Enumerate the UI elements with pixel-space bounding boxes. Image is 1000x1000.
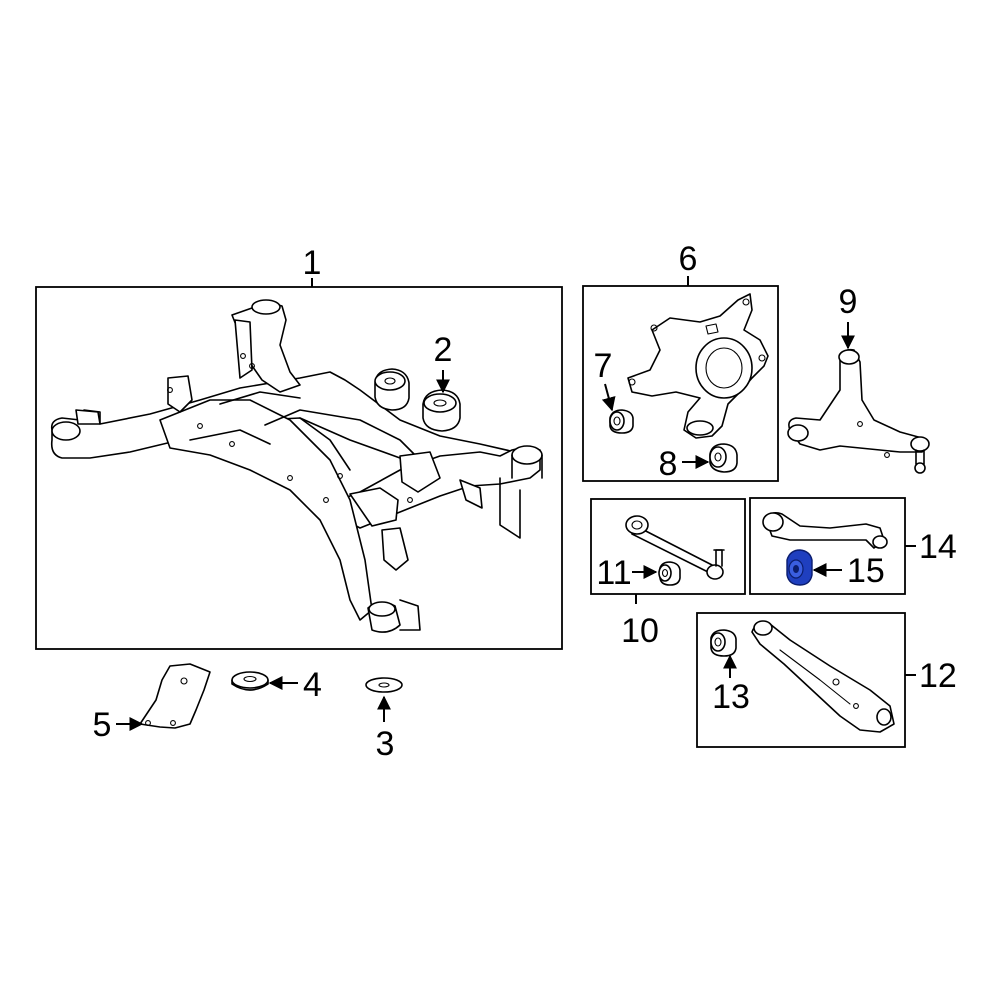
trailing-arm-drawing bbox=[751, 620, 895, 733]
rear-subframe-drawing bbox=[50, 299, 543, 633]
callout-4: 4 bbox=[303, 666, 322, 704]
trailing-arm-bushing-drawing bbox=[710, 629, 737, 657]
knuckle-drawing bbox=[627, 293, 769, 439]
knuckle-bushing-lower-drawing bbox=[709, 443, 738, 473]
callout-9: 9 bbox=[839, 283, 858, 321]
toe-link-group-box bbox=[590, 498, 746, 595]
bracket-drawing bbox=[139, 663, 211, 729]
callout-2: 2 bbox=[434, 331, 453, 369]
callout-11: 11 bbox=[596, 554, 631, 592]
toe-link-drawing bbox=[625, 515, 725, 580]
callout-15: 15 bbox=[847, 552, 885, 590]
callout-7: 7 bbox=[594, 347, 613, 385]
leader-7 bbox=[601, 383, 616, 412]
subframe-group-box bbox=[35, 286, 563, 650]
callout-3: 3 bbox=[376, 725, 395, 763]
knuckle-group-box bbox=[582, 285, 779, 482]
callout-1: 1 bbox=[303, 244, 322, 282]
lower-control-arm-drawing bbox=[762, 512, 888, 549]
toe-link-bushing-drawing bbox=[658, 561, 681, 586]
subframe-bushing-drawing bbox=[374, 368, 461, 432]
callout-5: 5 bbox=[93, 706, 112, 744]
mount-insulator-drawing bbox=[231, 671, 269, 691]
upper-control-arm-drawing bbox=[787, 348, 930, 474]
callout-10: 10 bbox=[621, 612, 659, 650]
callout-12: 12 bbox=[919, 657, 957, 695]
callout-13: 13 bbox=[712, 678, 750, 716]
knuckle-bushing-upper-drawing bbox=[609, 409, 634, 434]
washer-drawing bbox=[365, 677, 403, 693]
callout-14: 14 bbox=[919, 528, 957, 566]
trailing-arm-group-box bbox=[696, 612, 906, 748]
callout-8: 8 bbox=[659, 445, 678, 483]
callout-6: 6 bbox=[679, 240, 698, 278]
lower-arm-bushing-highlighted-drawing bbox=[786, 549, 813, 586]
